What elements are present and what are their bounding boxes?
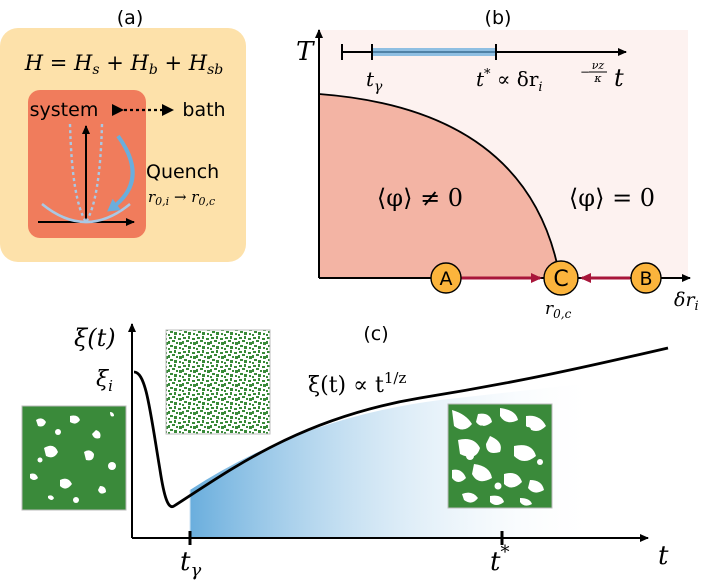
right-arrowhead-icon — [162, 104, 174, 116]
snapshot-disordered — [165, 329, 271, 435]
panel-a: (a) H = Hs + Hb + Hsb system bath Quench… — [0, 7, 246, 262]
hamiltonian-equation: H = Hs + Hb + Hsb — [24, 51, 224, 78]
t-gamma-label: tγ — [180, 547, 201, 581]
initial-potential-left — [68, 123, 88, 223]
ordered-phase-label: ⟨φ⟩ ≠ 0 — [377, 184, 463, 212]
quench-label: Quench — [146, 161, 219, 183]
left-arrowhead-icon — [112, 104, 124, 116]
snapshot-initial-ordered — [21, 405, 127, 511]
critical-point-label: r0,c — [545, 299, 572, 321]
xi-initial-label: ξi — [96, 367, 113, 395]
growth-law-label: ξ(t) ∝ t1/z — [308, 369, 406, 398]
snapshot-coarsening — [447, 403, 553, 509]
timeline-t-star-scaling: t* ∝ δri — [476, 67, 543, 95]
time-axis-label: t — [658, 541, 669, 571]
exponent-denominator: κ — [593, 72, 602, 85]
timeline-exponent: − — [580, 65, 590, 79]
timeline-t-gamma-label: tγ — [366, 67, 383, 95]
timeline-window-bar — [372, 48, 496, 56]
disordered-phase-label: ⟨φ⟩ = 0 — [569, 184, 655, 212]
point-a — [430, 262, 462, 294]
panel-c: (c) ξ(t) ξi ξ(t) ∝ t1/z t tγ t* — [21, 323, 669, 581]
ordered-region — [319, 94, 560, 278]
point-a-label: A — [440, 268, 453, 290]
phase-boundary — [318, 93, 561, 279]
panel-b: (b) T δri ⟨φ⟩ ≠ 0 ⟨φ⟩ = 0 tγ t* ∝ δri − … — [296, 7, 699, 321]
point-c — [543, 260, 579, 296]
delta-r-axis-label: δri — [674, 289, 699, 314]
exponent-numerator: νz — [592, 59, 605, 72]
quench-parameters: r0,i → r0,c — [148, 188, 215, 208]
initial-potential-right — [84, 123, 104, 223]
temperature-axis-label: T — [296, 37, 315, 67]
timeline-t-label: t — [614, 64, 624, 92]
panel-a-label: (a) — [117, 7, 143, 29]
xi-axis-label: ξ(t) — [74, 324, 116, 352]
bath-label: bath — [182, 99, 225, 121]
quench-arrow-icon — [107, 134, 135, 212]
point-b-label: B — [639, 268, 652, 290]
system-label: system — [30, 99, 99, 121]
t-star-label: t* — [490, 542, 509, 577]
xi-curve — [133, 346, 669, 509]
panel-b-label: (b) — [485, 7, 512, 29]
panel-c-label: (c) — [363, 323, 388, 345]
point-b — [630, 262, 662, 294]
point-c-label: C — [553, 267, 568, 292]
